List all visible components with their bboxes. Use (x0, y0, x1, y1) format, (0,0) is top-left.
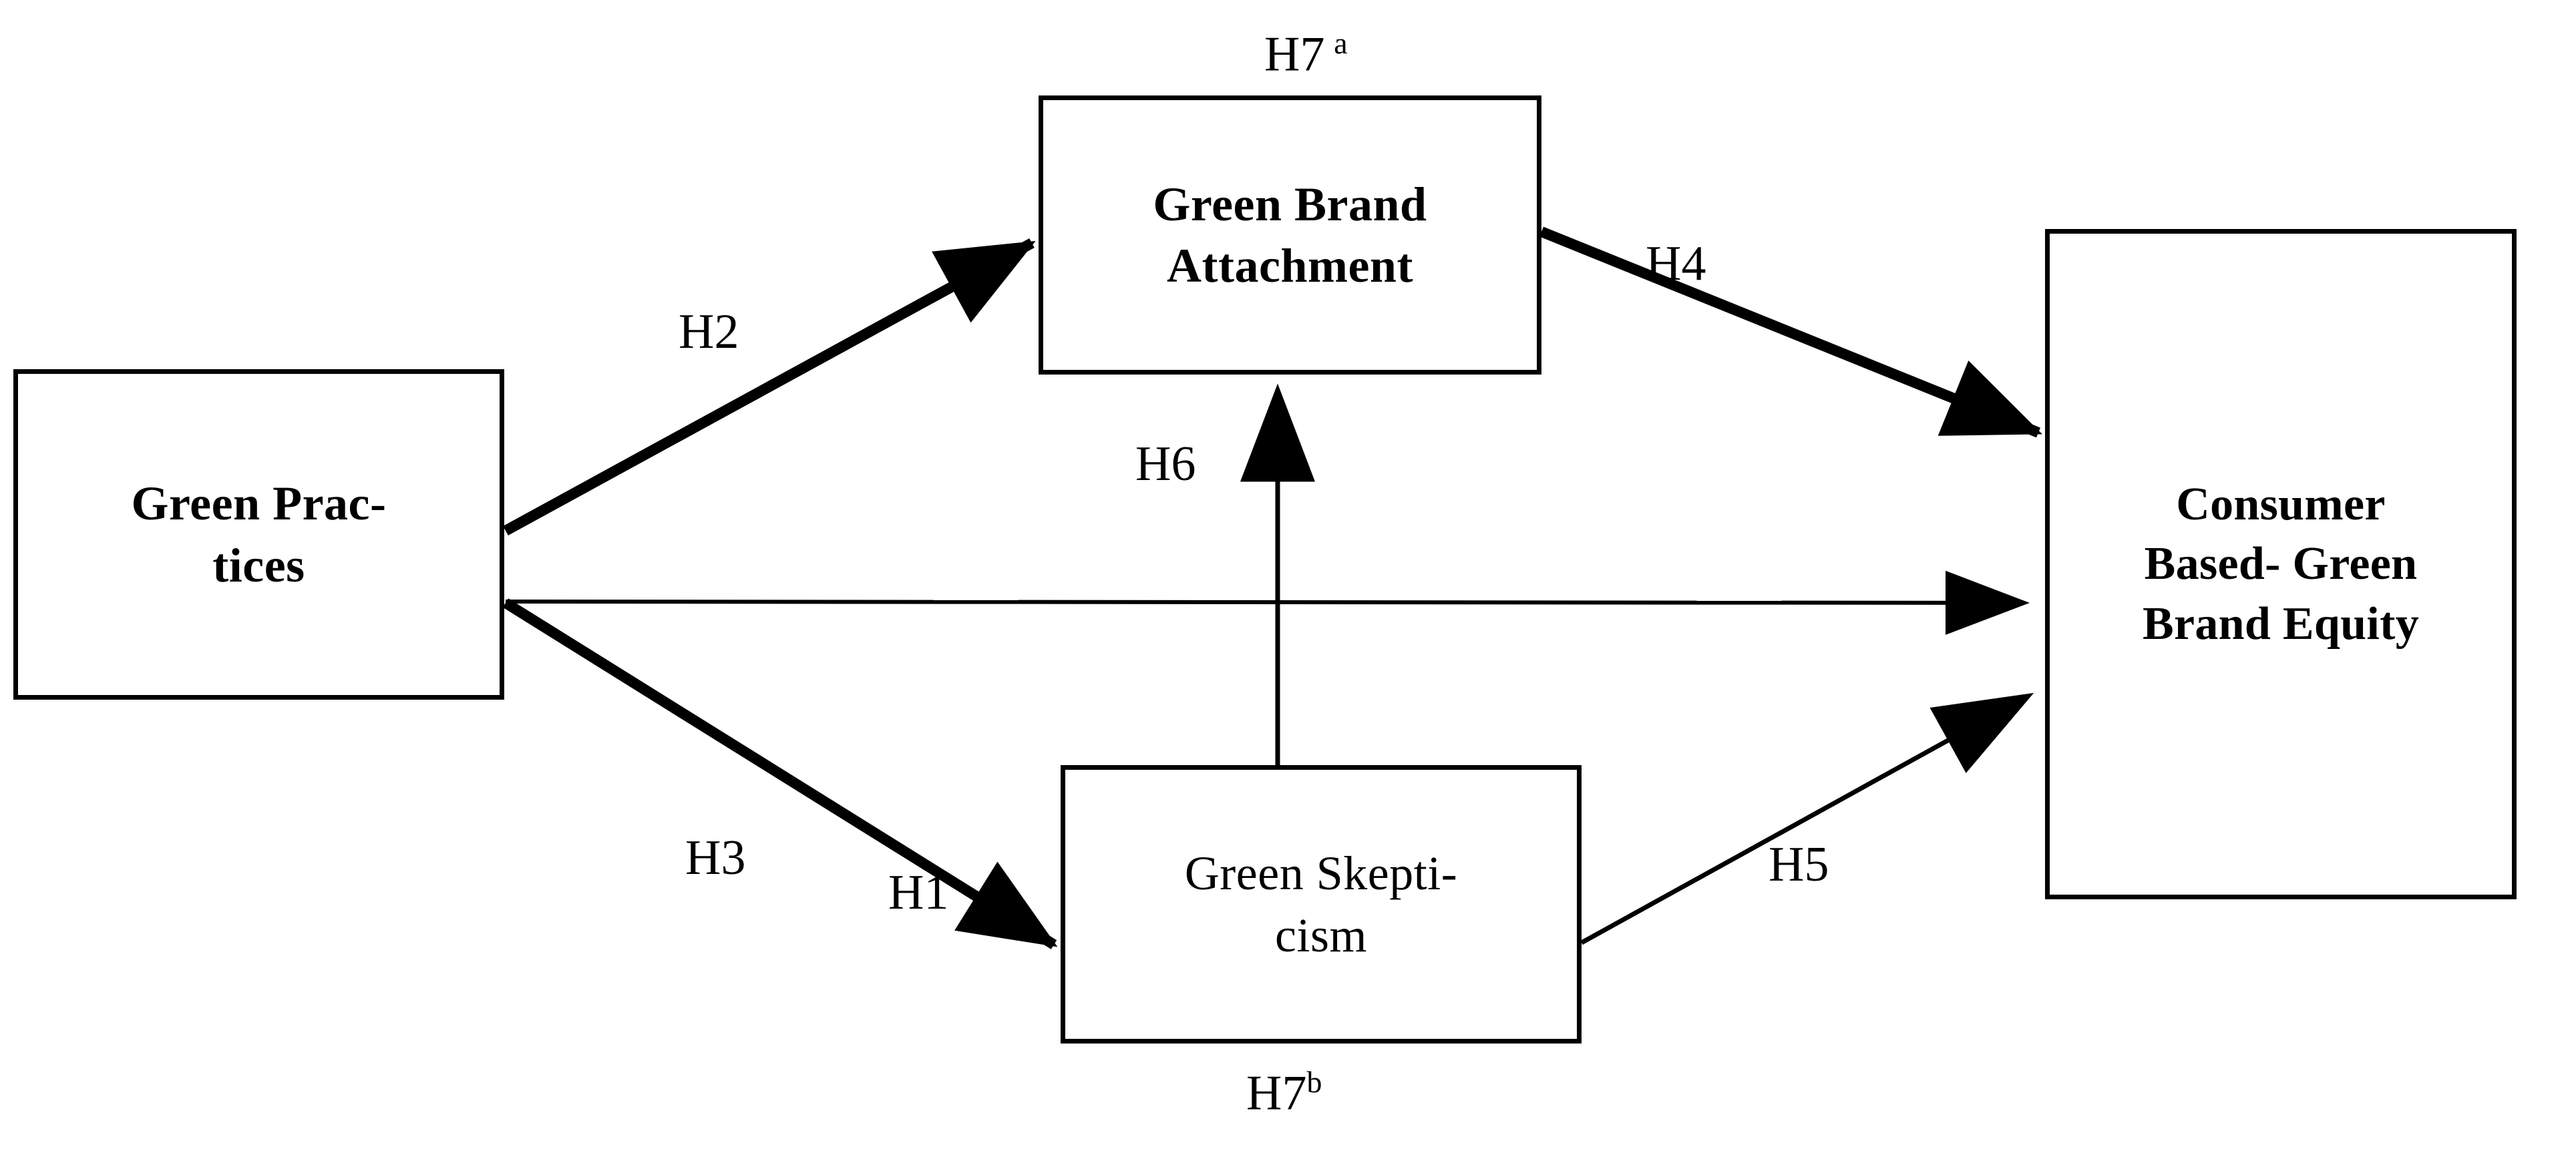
edge-h2-line (503, 238, 1036, 536)
node-green-practices-line1: Green Prac- (131, 477, 387, 531)
node-green-brand-attachment[interactable]: Green Brand Attachment (1039, 95, 1541, 375)
edge-label-h7b-text: H7 (1246, 1066, 1307, 1121)
node-green-practices[interactable]: Green Prac- tices (13, 369, 504, 700)
edge-h1-line (505, 570, 2030, 635)
node-cb-green-brand-equity-line1: Consumer (2176, 478, 2386, 530)
node-green-practices-label: Green Prac- tices (120, 473, 399, 596)
node-green-skepticism[interactable]: Green Skepti- cism (1061, 765, 1582, 1044)
edge-label-h7a-text: H7 (1264, 27, 1325, 82)
edge-label-h5: H5 (1769, 837, 1829, 892)
node-green-skepticism-label: Green Skepti- cism (1173, 843, 1469, 965)
node-cb-green-brand-equity[interactable]: Consumer Based- Green Brand Equity (2045, 229, 2517, 899)
edge-label-h7b-superscript: b (1306, 1065, 1322, 1099)
node-green-practices-line2: tices (212, 538, 305, 592)
edge-label-h3: H3 (685, 831, 746, 885)
node-cb-green-brand-equity-line2: Based- Green (2144, 538, 2418, 590)
edge-label-h4: H4 (1646, 236, 1706, 291)
node-green-skepticism-line2: cism (1275, 908, 1367, 962)
edge-h3-line (502, 598, 1058, 949)
edge-label-h7b: H7b (1246, 1067, 1322, 1118)
edge-label-h7a-superscript: a (1334, 26, 1348, 60)
node-green-brand-attachment-line2: Attachment (1167, 239, 1413, 292)
edge-label-h2: H2 (679, 304, 739, 359)
edge-label-h6: H6 (1135, 437, 1196, 491)
edge-label-h7a: H7 a (1264, 28, 1348, 79)
edge-label-h1: H1 (888, 865, 949, 920)
node-green-skepticism-line1: Green Skepti- (1184, 847, 1458, 901)
node-green-brand-attachment-line1: Green Brand (1153, 177, 1427, 231)
node-green-brand-attachment-label: Green Brand Attachment (1141, 174, 1439, 296)
edge-h5-line (1580, 692, 2034, 945)
node-cb-green-brand-equity-label: Consumer Based- Green Brand Equity (2131, 475, 2431, 654)
node-cb-green-brand-equity-line3: Brand Equity (2142, 598, 2420, 650)
edge-h4-line (1539, 226, 2042, 438)
